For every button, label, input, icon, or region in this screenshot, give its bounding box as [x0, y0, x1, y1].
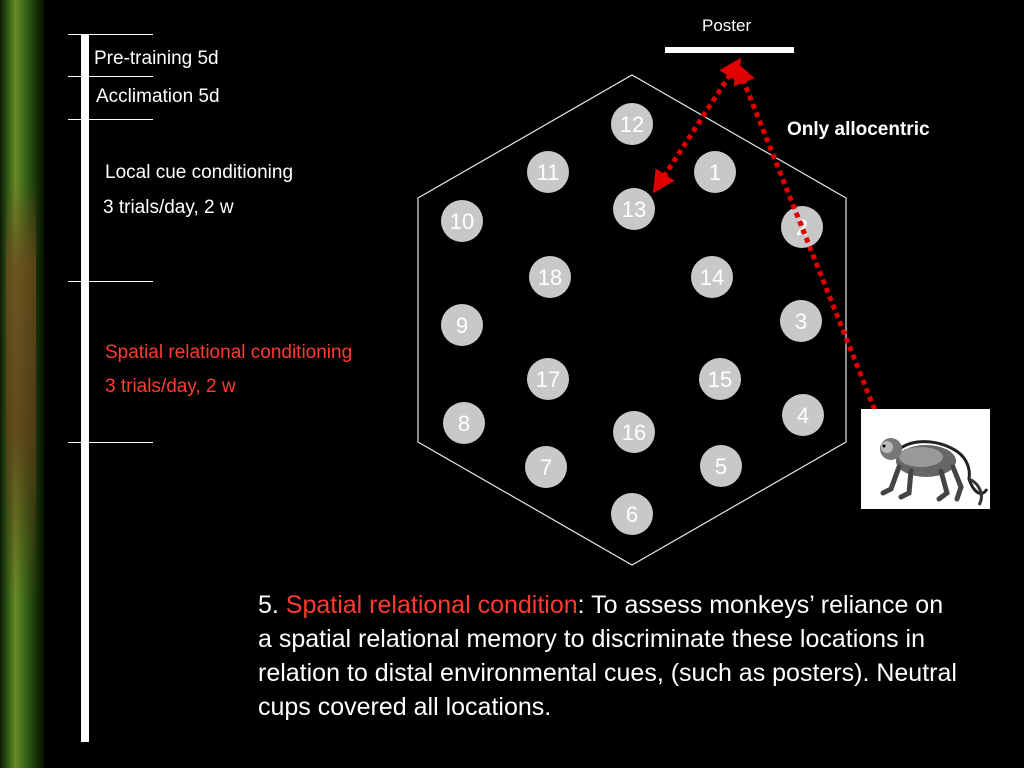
- cup-label: 10: [450, 209, 474, 234]
- cup-18: 18: [529, 256, 571, 298]
- timeline-tick: [68, 34, 153, 35]
- timeline-bar: [81, 34, 89, 742]
- cup-label: 18: [538, 265, 562, 290]
- cup-10: 10: [441, 200, 483, 242]
- phase-local-cue-title: Local cue conditioning: [105, 162, 294, 183]
- cup-label: 11: [537, 160, 560, 185]
- cup-circle: [699, 358, 741, 400]
- poster-label: Poster: [702, 16, 752, 35]
- hexagon-arena: [417, 74, 847, 566]
- phase-spatial-title: Spatial relational conditioning: [105, 342, 353, 363]
- cup-circle: [613, 411, 655, 453]
- cup-circle: [700, 445, 742, 487]
- cup-circle: [780, 300, 822, 342]
- cup-circle: [441, 304, 483, 346]
- timeline-tick: [68, 442, 153, 443]
- cup-circle: [527, 151, 569, 193]
- cup-label: 16: [622, 420, 646, 445]
- cup-label: 3: [795, 309, 807, 334]
- monkey-image: [861, 409, 990, 509]
- cup-4: 4: [782, 394, 824, 436]
- cup-circle: [529, 256, 571, 298]
- cup-5: 5: [700, 445, 742, 487]
- cup-circle: [527, 358, 569, 400]
- cup-label: 14: [700, 265, 724, 290]
- cup-circle: [525, 446, 567, 488]
- cup-label: 15: [708, 367, 732, 392]
- cup-11: 11: [527, 151, 569, 193]
- cup-label: 12: [620, 112, 644, 137]
- caption: 5. Spatial relational condition: To asse…: [258, 588, 958, 724]
- cup-circle: [782, 394, 824, 436]
- cup-7: 7: [525, 446, 567, 488]
- cup-label: 8: [458, 411, 470, 436]
- cup-8: 8: [443, 402, 485, 444]
- cup-label: 1: [709, 160, 721, 185]
- caption-number: 5.: [258, 591, 286, 619]
- cup-circle: [613, 188, 655, 230]
- cup-circle: [441, 200, 483, 242]
- timeline-tick: [68, 119, 153, 120]
- phase-spatial-schedule: 3 trials/day, 2 w: [105, 376, 236, 397]
- cup-label: 13: [622, 197, 646, 222]
- cup-label: 7: [540, 455, 552, 480]
- cup-label: 4: [797, 403, 809, 428]
- allocentric-label: Only allocentric: [787, 119, 930, 140]
- cup-circle: [611, 103, 653, 145]
- cup-14: 14: [691, 256, 733, 298]
- monkey-icon: [880, 438, 989, 506]
- cup-label: 2: [796, 215, 808, 240]
- cup-label: 6: [626, 502, 638, 527]
- cup-label: 9: [456, 313, 468, 338]
- cup-17: 17: [527, 358, 569, 400]
- poster-bar: [665, 47, 794, 53]
- bamboo-border: [0, 0, 44, 768]
- cup-6: 6: [611, 493, 653, 535]
- path-monkey-to-poster: [733, 61, 881, 419]
- cup-9: 9: [441, 304, 483, 346]
- phase-acclimation: Acclimation 5d: [96, 86, 220, 107]
- cup-circle: [691, 256, 733, 298]
- cup-2: 2: [781, 206, 823, 248]
- phase-pretraining: Pre-training 5d: [94, 48, 219, 69]
- cup-circle: [611, 493, 653, 535]
- timeline-tick: [68, 281, 153, 282]
- cup-circle: [443, 402, 485, 444]
- phase-local-cue-schedule: 3 trials/day, 2 w: [103, 197, 234, 218]
- caption-body: : To assess monkeys’ reliance on a spati…: [258, 591, 957, 721]
- cup-15: 15: [699, 358, 741, 400]
- cup-label: 17: [536, 367, 560, 392]
- cup-label: 5: [715, 454, 727, 479]
- cup-12: 12: [611, 103, 653, 145]
- cup-1: 1: [694, 151, 736, 193]
- caption-highlight: Spatial relational condition: [285, 591, 578, 619]
- cup-3: 3: [780, 300, 822, 342]
- cup-13: 13: [613, 188, 655, 230]
- cup-16: 16: [613, 411, 655, 453]
- timeline-tick: [68, 76, 153, 77]
- cup-circle: [781, 206, 823, 248]
